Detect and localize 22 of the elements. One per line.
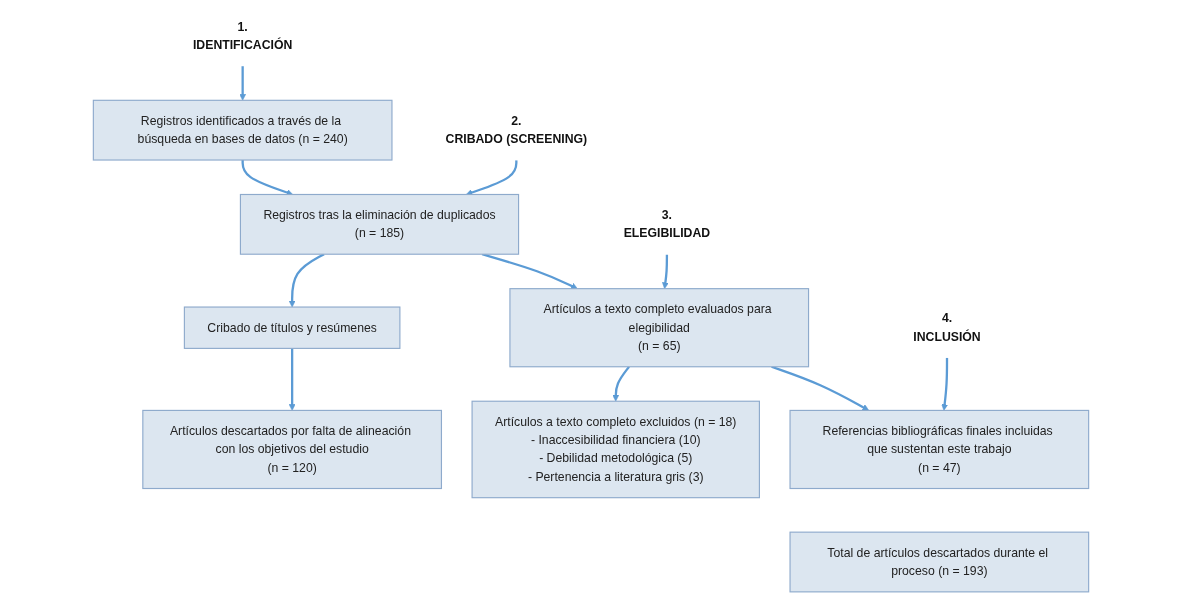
arrow [241, 160, 294, 196]
arrow [239, 65, 246, 101]
arrow [481, 253, 578, 290]
node-text: 1. IDENTIFICACIÓN [192, 19, 293, 52]
node-box: Total de artículos descartados durante el proceso (n = 193) [789, 531, 1090, 593]
node-box: Registros identificados a través de la búsqueda en bases de datos (n = 240) [92, 99, 393, 161]
node-text: 4. INCLUSIÓN [913, 311, 981, 344]
node-box: Artículos descartados por falta de alineación con los objetivos del estudio (n = 120) [142, 409, 443, 490]
arrow [465, 160, 518, 196]
node-box: Registros tras la eliminación de duplicados (n = 185) [239, 193, 520, 255]
node-text: 2. CRIBADO (SCREENING) [445, 114, 588, 146]
node-box: Cribado de títulos y resúmenes [183, 306, 401, 349]
arrow [612, 366, 630, 402]
arrow [288, 253, 325, 308]
arrow [662, 254, 669, 289]
arrow [288, 348, 296, 411]
node-text: 3. ELEGIBILIDAD [623, 208, 711, 240]
node-box: Artículos a texto completo excluidos (n = 18) - Inaccesibilidad financiera (10) - Debilidad metodológica (5) - Pertenencia a literatura gris (3) [471, 400, 760, 499]
node-box: Referencias bibliográficas finales incluidas que sustentan este trabajo (n = 47) [789, 409, 1090, 490]
node-box: Artículos a texto completo evaluados para elegibilidad (n = 65) [509, 288, 810, 368]
arrow [771, 365, 870, 411]
arrow [941, 357, 949, 411]
